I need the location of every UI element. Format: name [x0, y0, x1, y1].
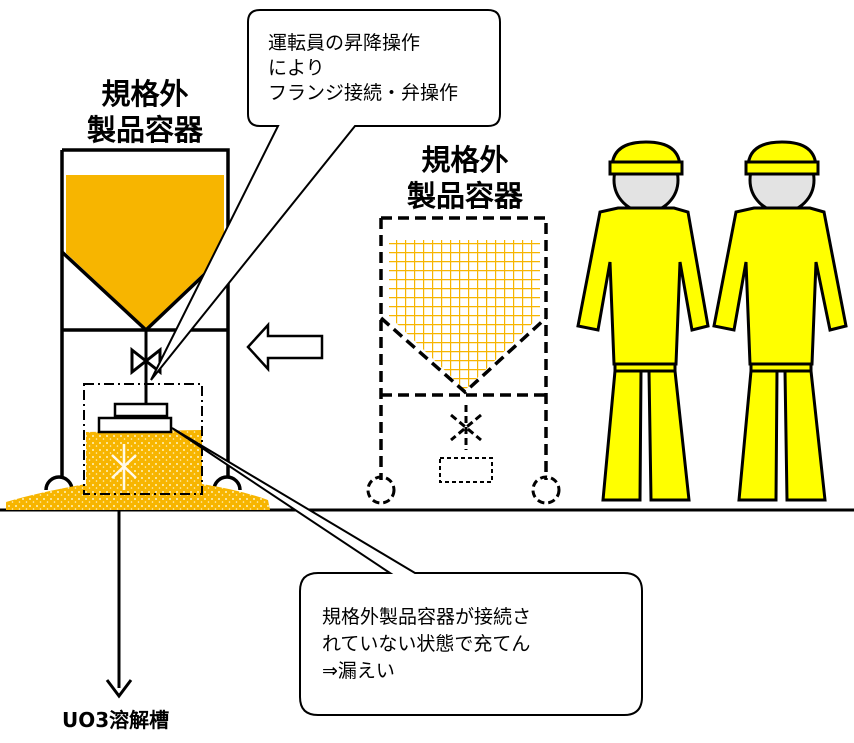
left-valve-icon: [130, 346, 162, 376]
left-container-label-line2: 製品容器: [86, 113, 203, 147]
callout-bottom-text: 規格外製品容器が接続さ れていない状態で充てん ⇒漏えい: [322, 604, 531, 685]
callout-bottom-line1: 規格外製品容器が接続さ: [322, 606, 532, 628]
right-container-label-line1: 規格外: [421, 143, 509, 177]
right-product-container: [366, 216, 561, 505]
left-product-container: [44, 148, 242, 491]
upper-flange-plate: [113, 402, 169, 418]
left-container-label: 規格外 製品容器: [30, 76, 260, 148]
callout-top-line3: フランジ接続・弁操作: [268, 82, 459, 104]
worker-1-icon: [576, 140, 710, 502]
callout-bottom-line2: れていない状態で充てん: [322, 633, 531, 655]
right-wheel-left-icon: [366, 475, 396, 505]
worker-2-icon: [712, 140, 848, 502]
left-powder-fill: [66, 175, 224, 328]
destination-label: UO3溶解槽: [62, 708, 170, 732]
callout-top-line1: 運転員の昇降操作: [268, 32, 421, 54]
right-wheel-right-icon: [531, 475, 561, 505]
right-grid-fill: [389, 240, 540, 390]
buried-valve-icon: [111, 444, 137, 490]
callout-bottom-line3: ⇒漏えい: [322, 660, 395, 682]
left-container-label-line1: 規格外: [101, 77, 189, 111]
callout-top-line2: により: [268, 57, 325, 79]
right-wheel-icon: [212, 475, 242, 491]
left-wheel-icon: [44, 475, 74, 491]
right-container-label-line2: 製品容器: [406, 179, 523, 213]
lower-flange-plate: [97, 416, 173, 434]
callout-top-text: 運転員の昇降操作 により フランジ接続・弁操作: [268, 31, 458, 106]
left-container-frame: [60, 148, 230, 482]
move-left-arrow-icon: [246, 321, 324, 373]
right-container-label: 規格外 製品容器: [350, 142, 580, 214]
callout-top-bubble: [150, 9, 501, 381]
right-flange-plate: [439, 457, 493, 483]
flange-enclosure: [83, 383, 203, 495]
right-valve-icon: [450, 405, 482, 450]
spilled-powder: [6, 430, 270, 510]
callout-bottom-bubble: [171, 427, 643, 716]
down-arrow-head-icon: [105, 679, 133, 699]
